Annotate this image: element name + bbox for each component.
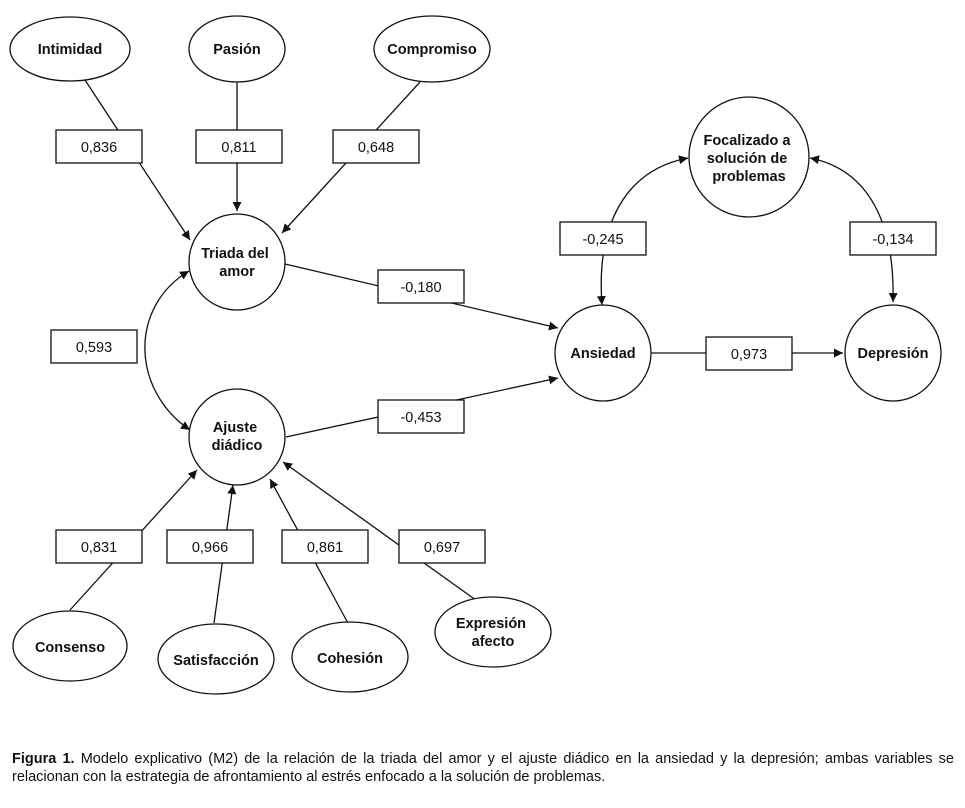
node-triada — [188, 213, 286, 311]
coef-box-pasion — [195, 129, 283, 164]
coef-box-focalizado-depresion — [849, 221, 937, 256]
node-label-expresion: Expresión afecto — [456, 616, 530, 650]
path-focalizado-depresion — [809, 155, 898, 303]
node-compromiso — [373, 15, 491, 83]
node-pasion — [188, 15, 286, 83]
coef-compromiso: 0,648 — [358, 140, 394, 156]
node-intimidad — [9, 16, 131, 82]
coef-box-focalizado-ansiedad — [559, 221, 647, 256]
coef-box-cohesion — [281, 529, 369, 564]
node-label-pasion: Pasión — [213, 42, 261, 58]
coef-box-compromiso — [332, 129, 420, 164]
coef-box-consenso — [55, 529, 143, 564]
coef-triada-ansiedad: -0,180 — [400, 280, 441, 296]
node-label-consenso: Consenso — [35, 640, 105, 656]
node-label-triada: Triada del amor — [201, 246, 273, 280]
coef-box-triada-ajuste — [50, 329, 138, 364]
coef-triada-ajuste: 0,593 — [76, 340, 112, 356]
coef-satisfaccion: 0,966 — [192, 540, 228, 556]
node-label-compromiso: Compromiso — [387, 42, 477, 58]
figure-caption-label: Figura 1. — [12, 751, 75, 767]
coef-focalizado-depresion: -0,134 — [872, 232, 913, 248]
node-label-cohesion: Cohesión — [317, 651, 383, 667]
coef-box-intimidad — [55, 129, 143, 164]
coef-pasion: 0,811 — [221, 140, 256, 156]
coef-box-ajuste-ansiedad — [377, 399, 465, 434]
node-expresion — [434, 596, 552, 668]
node-focalizado — [688, 96, 810, 218]
coef-intimidad: 0,836 — [81, 140, 117, 156]
path-triada-ajuste — [144, 270, 191, 431]
node-cohesion — [291, 621, 409, 693]
path-diagram: Intimidad Pasión Compromiso Triada del a… — [9, 15, 942, 695]
figure-caption-text: Modelo explicativo (M2) de la relación d… — [12, 751, 954, 785]
coef-box-expresion — [398, 529, 486, 564]
node-label-focalizado: Focalizado a solución de problemas — [703, 133, 794, 185]
node-ajuste — [188, 388, 286, 486]
coef-focalizado-ansiedad: -0,245 — [582, 232, 623, 248]
coef-ansiedad-depresion: 0,973 — [731, 347, 767, 363]
coef-box-triada-ansiedad — [377, 269, 465, 304]
coef-expresion: 0,697 — [424, 540, 460, 556]
node-depresion — [844, 304, 942, 402]
node-label-ansiedad: Ansiedad — [570, 346, 635, 362]
node-label-depresion: Depresión — [858, 346, 929, 362]
node-label-ajuste: Ajuste diádico — [212, 420, 263, 454]
coef-ajuste-ansiedad: -0,453 — [400, 410, 441, 426]
node-satisfaccion — [157, 623, 275, 695]
node-ansiedad — [554, 304, 652, 402]
path-expresion-ajuste — [282, 461, 481, 604]
coef-box-ansiedad-depresion — [705, 336, 793, 371]
coef-cohesion: 0,861 — [307, 540, 343, 556]
node-consenso — [12, 610, 128, 682]
path-focalizado-ansiedad — [596, 155, 689, 306]
figure-caption: Figura 1. Modelo explicativo (M2) de la … — [12, 750, 954, 786]
coef-box-satisfaccion — [166, 529, 254, 564]
node-label-satisfaccion: Satisfacción — [173, 653, 258, 669]
coef-consenso: 0,831 — [81, 540, 117, 556]
node-label-intimidad: Intimidad — [38, 42, 102, 58]
